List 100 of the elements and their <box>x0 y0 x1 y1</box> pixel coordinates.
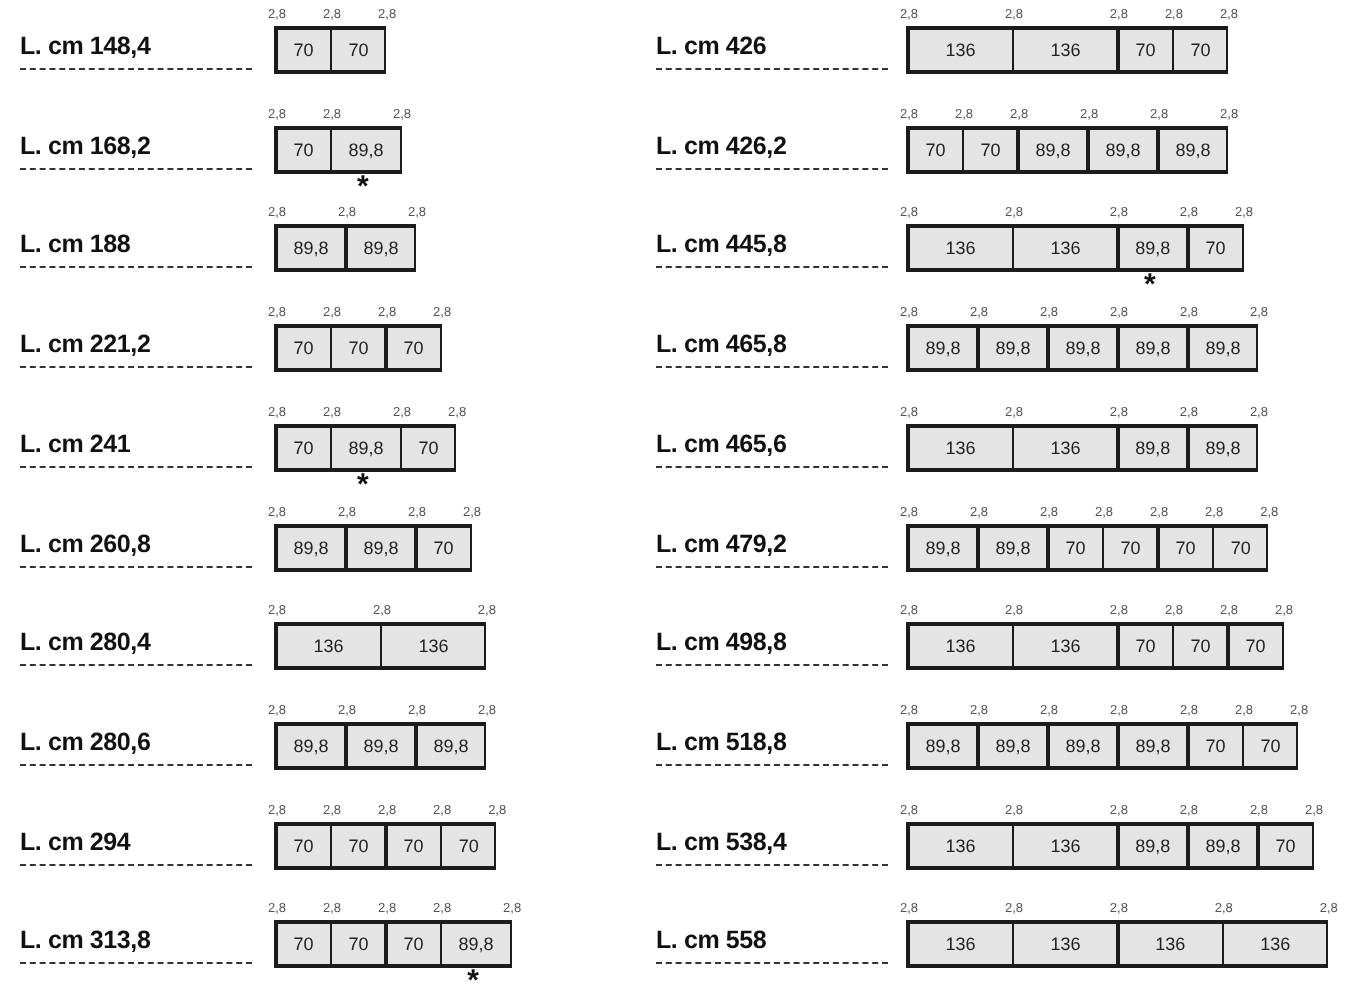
seat-module: 70 <box>417 527 470 567</box>
length-label: L. cm 280,6 <box>20 727 252 766</box>
seat-module: 70 <box>1119 626 1172 667</box>
seat-module: 70 <box>332 328 385 369</box>
module-strip <box>274 324 442 373</box>
length-label: L. cm 241 <box>20 429 252 468</box>
module-strip <box>906 423 1258 472</box>
length-label: L. cm 465,6 <box>656 429 888 468</box>
seat-module: 89,8 <box>332 427 400 468</box>
seat-module: 70 <box>1174 30 1227 70</box>
seat-module: 136 <box>277 626 380 667</box>
module-strip <box>274 821 497 870</box>
seat-module: 136 <box>909 228 1012 269</box>
seat-module: 89,8 <box>1019 129 1087 170</box>
seat-module: 70 <box>1119 30 1172 70</box>
seat-module: 70 <box>332 30 385 70</box>
length-label: L. cm 538,4 <box>656 827 888 866</box>
module-strip <box>906 125 1229 174</box>
module-strip <box>906 821 1313 870</box>
length-label: L. cm 479,2 <box>656 529 888 567</box>
footnote-mark: * <box>467 970 479 995</box>
module-strip <box>906 324 1259 373</box>
seat-module: 70 <box>277 129 330 170</box>
seat-module: 136 <box>1119 924 1222 965</box>
length-label: L. cm 313,8 <box>20 926 252 965</box>
seat-module: 89,8 <box>1119 328 1187 369</box>
length-label: L. cm 518,8 <box>656 727 888 766</box>
length-label: L. cm 148,4 <box>20 32 252 70</box>
module-strip <box>274 423 457 472</box>
module-strip <box>274 920 512 969</box>
seat-module: 89,8 <box>417 725 485 766</box>
module-strip <box>274 26 387 74</box>
seat-module: 89,8 <box>979 328 1047 369</box>
seat-module: 89,8 <box>332 129 400 170</box>
seat-module: 89,8 <box>1089 129 1157 170</box>
seat-module: 70 <box>1189 228 1242 269</box>
seat-module: 89,8 <box>979 527 1047 567</box>
seat-module: 136 <box>1014 626 1117 667</box>
seat-module: 70 <box>1159 527 1212 567</box>
length-label: L. cm 280,4 <box>20 628 252 667</box>
seat-module: 136 <box>1224 924 1327 965</box>
seat-module: 70 <box>1259 825 1312 866</box>
module-strip <box>906 920 1328 969</box>
seat-module: 70 <box>387 328 440 369</box>
seat-module: 70 <box>277 825 330 866</box>
seat-module: 70 <box>909 129 962 170</box>
seat-module: 89,8 <box>1159 129 1227 170</box>
length-label: L. cm 465,8 <box>656 330 888 369</box>
seat-module: 136 <box>909 427 1012 468</box>
length-label: L. cm 558 <box>656 926 888 965</box>
seat-module: 70 <box>332 825 385 866</box>
module-strip <box>906 224 1243 273</box>
length-label: L. cm 426 <box>656 32 888 70</box>
length-label: L. cm 294 <box>20 827 252 866</box>
seat-module: 136 <box>382 626 485 667</box>
seat-module: 70 <box>332 924 385 965</box>
module-strip <box>274 523 472 571</box>
seat-module: 70 <box>277 924 330 965</box>
module-strip <box>906 26 1229 74</box>
seat-module: 136 <box>1014 825 1117 866</box>
seat-module: 89,8 <box>1049 328 1117 369</box>
seat-module: 89,8 <box>442 924 510 965</box>
footnote-mark: * <box>357 473 369 498</box>
seat-module: 89,8 <box>909 527 977 567</box>
seat-module: 89,8 <box>277 725 345 766</box>
seat-module: 136 <box>1014 228 1117 269</box>
length-label: L. cm 188 <box>20 230 252 269</box>
seat-module: 70 <box>1229 626 1282 667</box>
seat-module: 136 <box>1014 924 1117 965</box>
seat-module: 70 <box>277 30 330 70</box>
seat-module: 70 <box>1104 527 1157 567</box>
seat-module: 89,8 <box>909 725 977 766</box>
seat-module: 70 <box>387 825 440 866</box>
module-strip <box>274 224 417 273</box>
seat-module: 70 <box>1189 725 1242 766</box>
seat-module: 89,8 <box>277 228 345 269</box>
seat-module: 136 <box>909 924 1012 965</box>
footnote-mark: * <box>357 175 369 200</box>
module-strip <box>906 622 1284 671</box>
seat-module: 70 <box>1214 527 1267 567</box>
seat-module: 89,8 <box>1189 427 1257 468</box>
seat-module: 70 <box>964 129 1017 170</box>
module-strip <box>274 125 402 174</box>
seat-module: 136 <box>909 30 1012 70</box>
seat-module: 89,8 <box>347 228 415 269</box>
seat-module: 89,8 <box>1119 825 1187 866</box>
seat-module: 89,8 <box>1189 825 1257 866</box>
seat-module: 89,8 <box>979 725 1047 766</box>
seat-module: 70 <box>1244 725 1297 766</box>
length-label: L. cm 221,2 <box>20 330 252 369</box>
footnote-mark: * <box>1143 274 1156 299</box>
module-strip <box>274 622 486 671</box>
seat-module: 89,8 <box>909 328 977 369</box>
length-label: L. cm 498,8 <box>656 628 888 667</box>
length-label: L. cm 260,8 <box>20 529 252 567</box>
seat-module: 89,8 <box>347 725 415 766</box>
seat-module: 89,8 <box>277 527 345 567</box>
seat-module: 70 <box>277 427 330 468</box>
length-label: L. cm 445,8 <box>656 230 888 269</box>
seat-module: 136 <box>909 626 1012 667</box>
